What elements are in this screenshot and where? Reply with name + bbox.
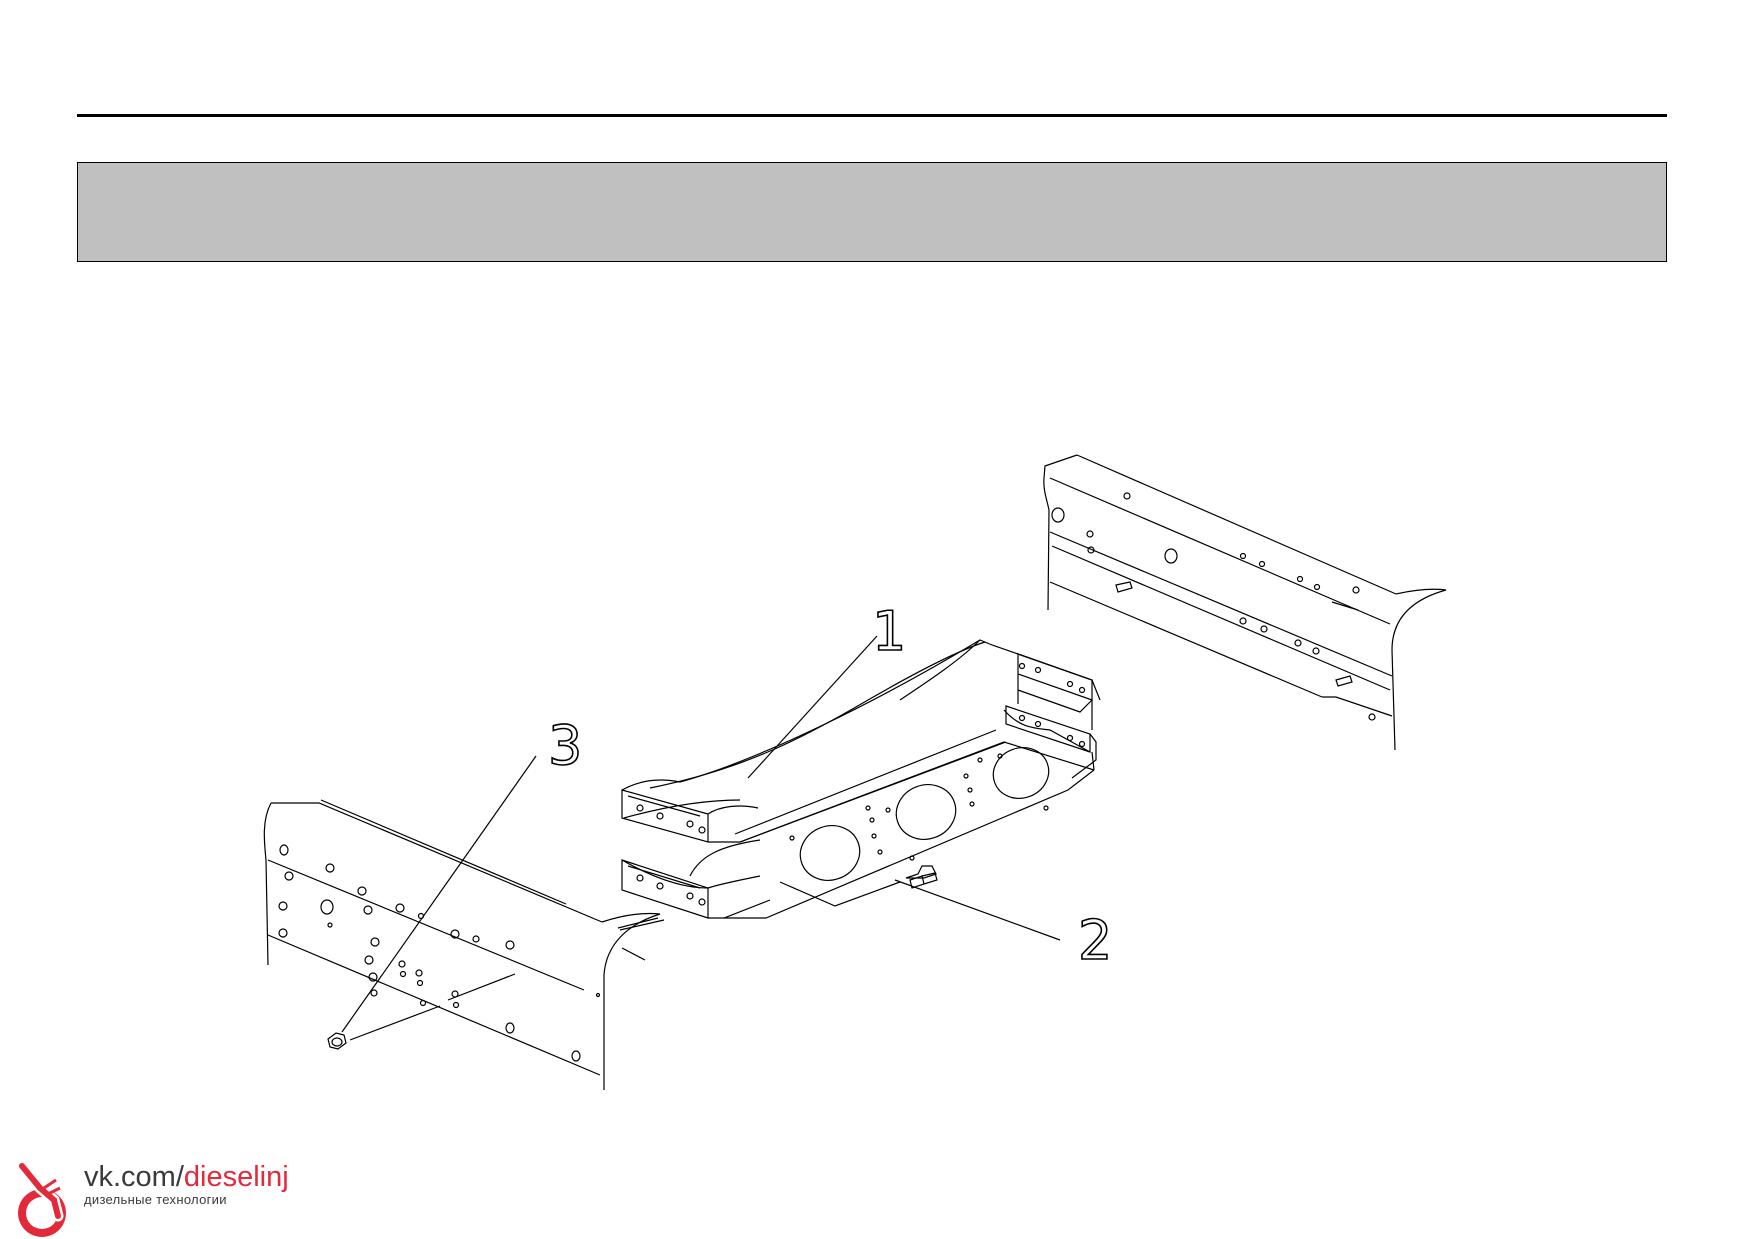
watermark-url-prefix: vk.com/ — [84, 1161, 184, 1193]
leader-lines — [341, 635, 1061, 1041]
watermark-url-name: dieselinj — [183, 1161, 289, 1193]
hole-large-1 — [799, 825, 861, 881]
frame-rail-right — [1043, 454, 1447, 751]
injector-logo-icon — [16, 1160, 66, 1237]
nut — [327, 1032, 347, 1050]
bolt — [905, 865, 938, 889]
frame-rail-left — [263, 799, 661, 1090]
watermark-url[interactable]: vk.com/dieselinj — [84, 1160, 289, 1194]
flange-holes — [636, 662, 1086, 906]
callout-3: 3 — [548, 714, 582, 777]
hole-large-2 — [895, 784, 957, 840]
watermark-subtitle: дизельные технологии — [84, 1192, 227, 1207]
header-band — [77, 162, 1667, 262]
callout-1: 1 — [872, 600, 906, 663]
header-rule — [77, 114, 1667, 117]
watermark-text: vk.com/dieselinj дизельные технологии — [84, 1160, 289, 1207]
cross-member — [621, 639, 1101, 919]
watermark: vk.com/dieselinj дизельные технологии — [14, 1160, 314, 1239]
rail-right-holes — [1051, 492, 1376, 721]
callout-2: 2 — [1078, 909, 1112, 972]
hole-large-3 — [992, 747, 1050, 799]
rail-left-holes — [278, 844, 601, 1062]
